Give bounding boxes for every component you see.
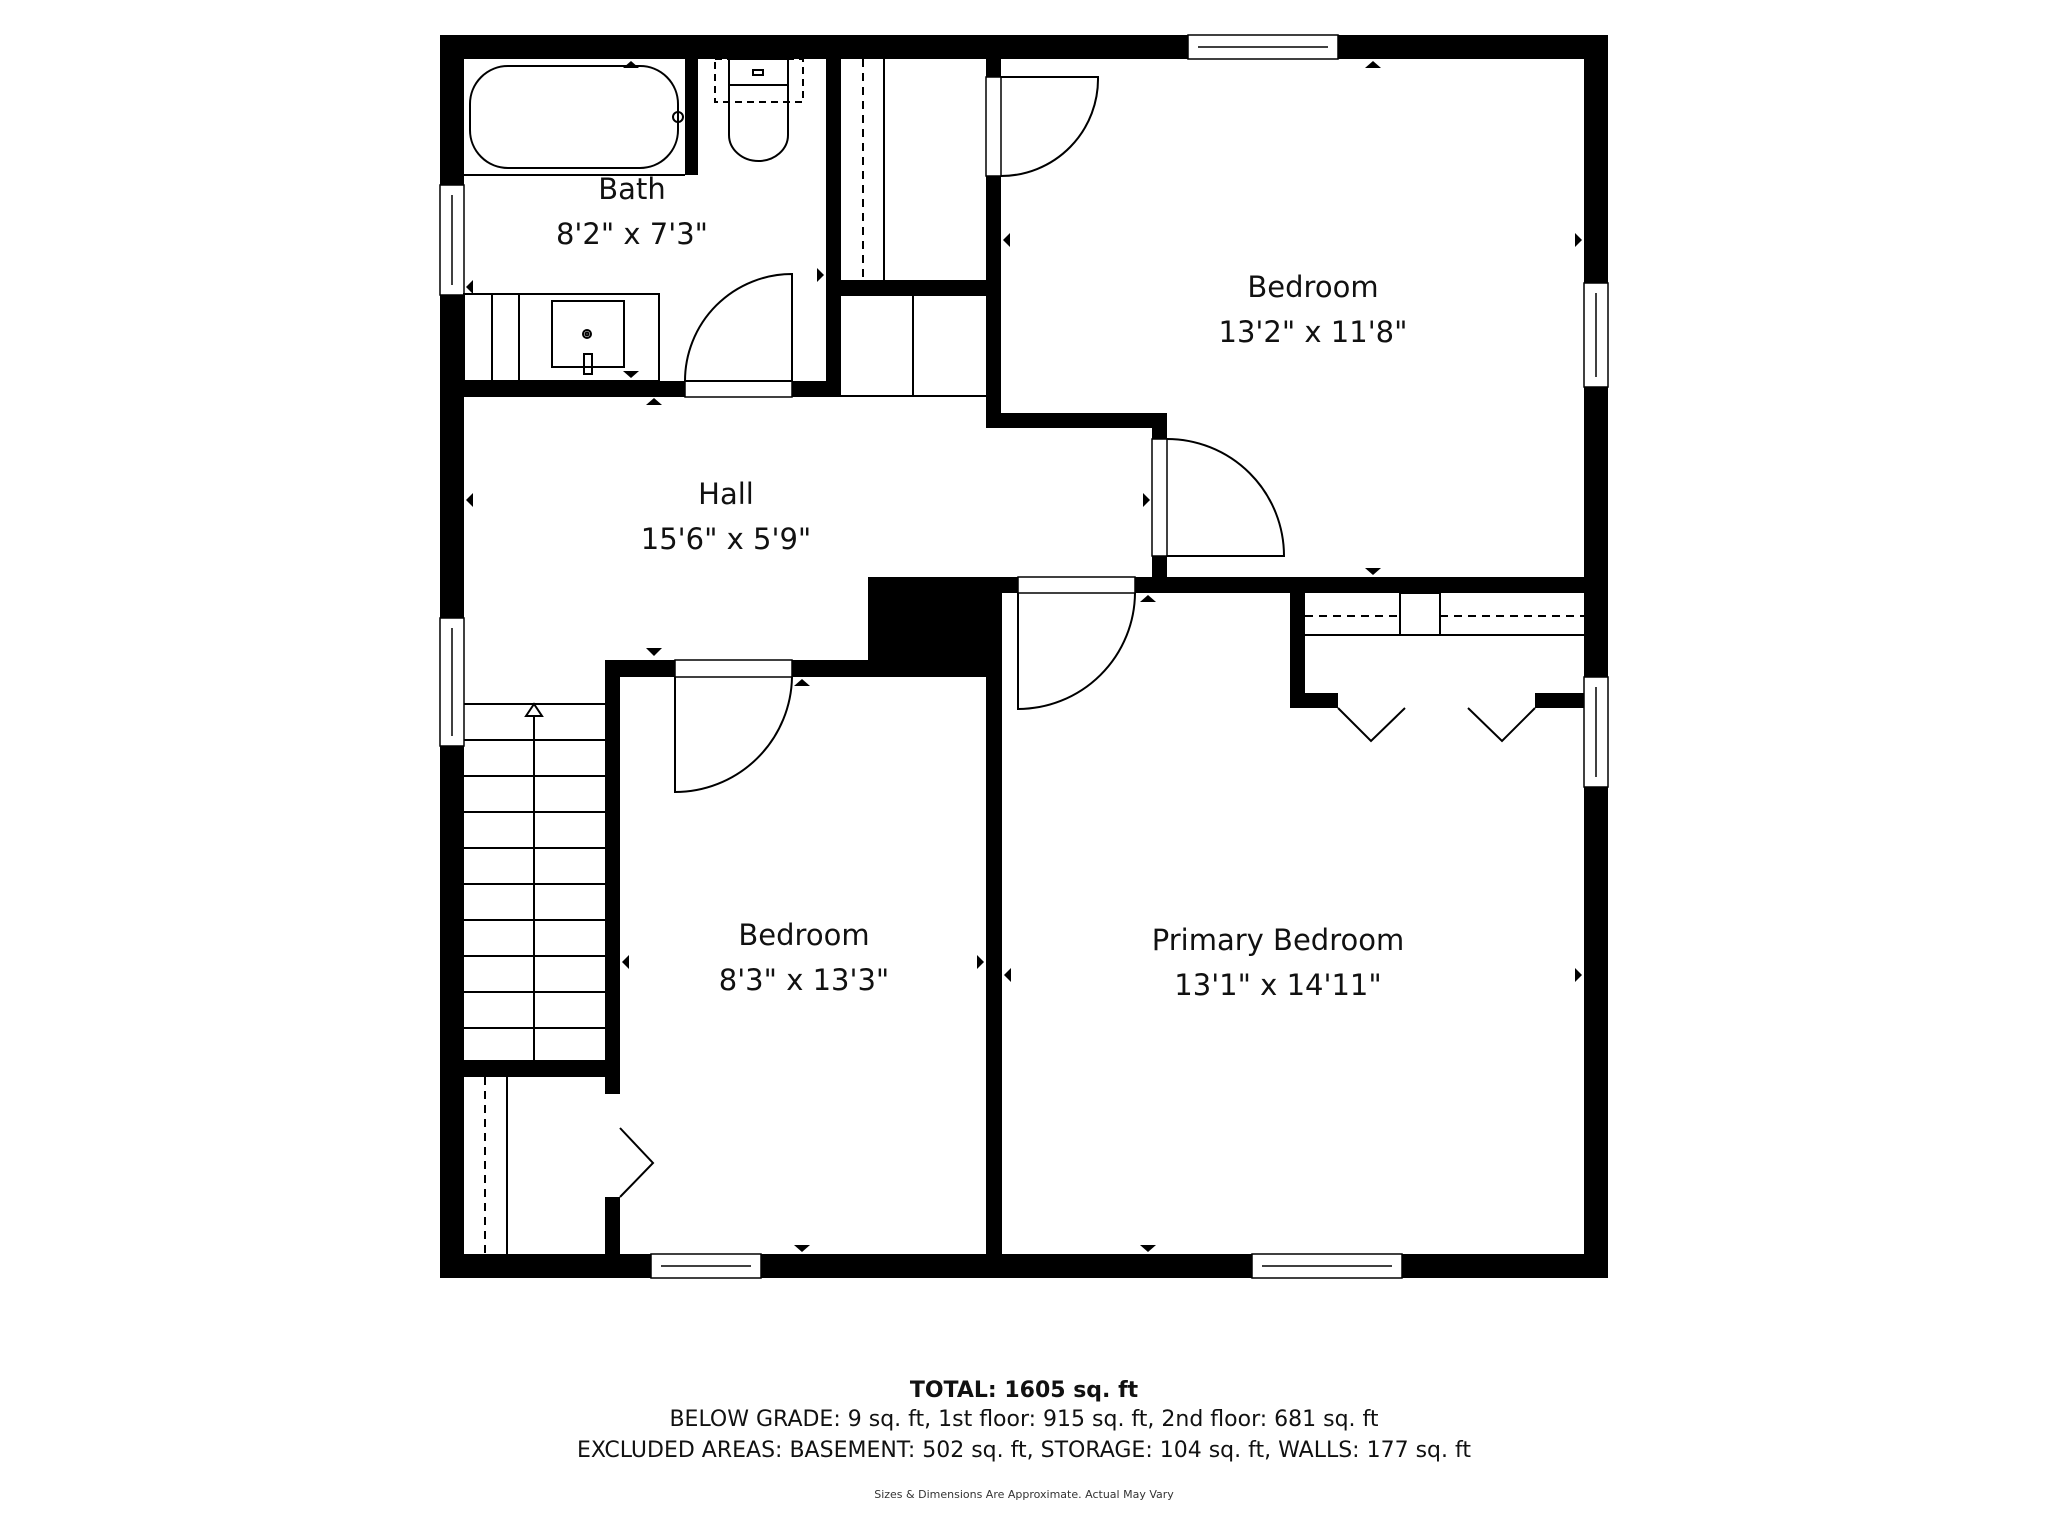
door-icon <box>1166 438 1286 557</box>
room-label-bedroom-small: Bedroom 8'3" x 13'3" <box>719 918 889 998</box>
room-dimensions: 15'6" x 5'9" <box>640 521 812 556</box>
closet-icon <box>1305 592 1584 743</box>
door-icon <box>684 272 793 382</box>
room-label-primary-bedroom: Primary Bedroom 13'1" x 14'11" <box>1152 923 1404 1003</box>
stairs-icon <box>464 702 605 1060</box>
room-dimensions: 8'2" x 7'3" <box>555 216 709 251</box>
door-icon <box>674 676 793 794</box>
room-label-bedroom-top: Bedroom 13'2" x 11'8" <box>1219 270 1408 350</box>
excluded-areas: EXCLUDED AREAS: BASEMENT: 502 sq. ft, ST… <box>577 1438 1471 1463</box>
room-label-bath: Bath 8'2" x 7'3" <box>556 172 708 252</box>
door-icon <box>1017 592 1136 711</box>
sink-vanity-icon <box>463 293 660 382</box>
bathtub-icon <box>464 65 685 176</box>
dimension-markers <box>466 61 1582 1252</box>
room-name: Bedroom <box>738 918 870 952</box>
room-dimensions: 13'1" x 14'11" <box>1174 967 1382 1002</box>
room-label-hall: Hall 15'6" x 5'9" <box>641 477 811 557</box>
room-name: Hall <box>698 477 754 511</box>
disclaimer-note: Sizes & Dimensions Are Approximate. Actu… <box>874 1488 1174 1501</box>
room-name: Primary Bedroom <box>1151 923 1405 957</box>
total-area: TOTAL: 1605 sq. ft <box>909 1378 1139 1403</box>
floor-areas: BELOW GRADE: 9 sq. ft, 1st floor: 915 sq… <box>669 1407 1379 1432</box>
fixtures <box>463 58 1584 1254</box>
toilet-icon <box>714 58 804 162</box>
closet-icon <box>841 59 986 397</box>
room-dimensions: 8'3" x 13'3" <box>718 962 890 997</box>
room-name: Bath <box>598 172 666 206</box>
openings <box>439 34 1609 1279</box>
door-icon <box>1000 76 1100 177</box>
closet-icon <box>484 1077 655 1254</box>
room-dimensions: 13'2" x 11'8" <box>1218 314 1408 349</box>
room-name: Bedroom <box>1247 270 1379 304</box>
